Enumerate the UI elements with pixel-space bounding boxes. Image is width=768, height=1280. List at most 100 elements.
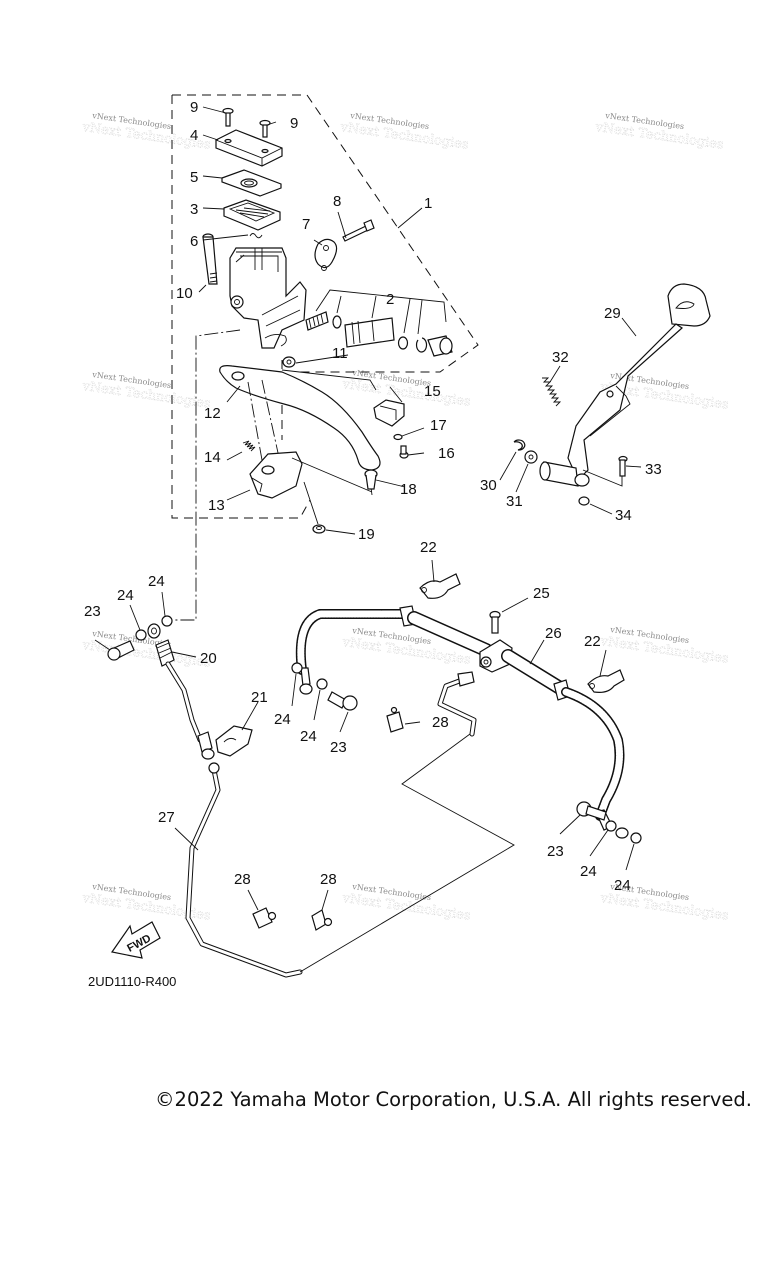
- watermark: vNext Technologies vNext Technologies: [598, 625, 730, 667]
- callout-3[interactable]: 3: [190, 201, 198, 218]
- part-25-union-bolt: [489, 610, 501, 634]
- callout-24[interactable]: 24: [614, 877, 631, 894]
- callout-22[interactable]: 22: [584, 633, 601, 650]
- part-10-pivot-bolt: [202, 233, 218, 285]
- pedal-shaft: [539, 461, 590, 487]
- part-24-washer: [161, 615, 173, 627]
- callout-16[interactable]: 16: [438, 445, 455, 462]
- callout-4[interactable]: 4: [190, 127, 198, 144]
- part-23-bolt: [107, 640, 135, 661]
- part-24-washer: [135, 629, 147, 641]
- part-28-clamp: [252, 907, 277, 929]
- part-18-pin: [364, 469, 378, 490]
- leader-lever-body: [281, 369, 377, 391]
- callout-22[interactable]: 22: [420, 539, 437, 556]
- callout-12[interactable]: 12: [204, 405, 221, 422]
- callout-29[interactable]: 29: [604, 305, 621, 322]
- part-8-bolt: [342, 219, 375, 242]
- part-30-clip: [513, 439, 526, 451]
- callout-21[interactable]: 21: [251, 689, 268, 706]
- part-15-switch: [373, 399, 405, 427]
- callout-24[interactable]: 24: [300, 728, 317, 745]
- part-32-spring: [542, 377, 562, 407]
- callout-1[interactable]: 1: [424, 195, 432, 212]
- part-3-diaphragm: [223, 199, 281, 231]
- callout-31[interactable]: 31: [506, 493, 523, 510]
- callout-15[interactable]: 15: [424, 383, 441, 400]
- three-way-joint: [479, 639, 513, 673]
- callout-20[interactable]: 20: [200, 650, 217, 667]
- part-17-washer: [393, 433, 403, 441]
- part-9-screw: [259, 119, 271, 138]
- callout-25[interactable]: 25: [533, 585, 550, 602]
- watermark: vNext Technologies vNext Technologies: [80, 629, 212, 671]
- callout-6[interactable]: 6: [190, 233, 198, 250]
- callout-17[interactable]: 17: [430, 417, 447, 434]
- callout-30[interactable]: 30: [480, 477, 497, 494]
- callout-9[interactable]: 9: [290, 115, 298, 132]
- callout-11[interactable]: 11: [332, 345, 348, 362]
- part-31-washer: [524, 450, 538, 464]
- callout-5[interactable]: 5: [190, 169, 198, 186]
- watermarks: vNext Technologies vNext Technologies vN…: [80, 111, 730, 924]
- callout-34[interactable]: 34: [615, 507, 632, 524]
- assembly-boundary-1: [171, 94, 479, 519]
- leader-lines: [94, 106, 642, 911]
- callout-23[interactable]: 23: [547, 843, 564, 860]
- callout-26[interactable]: 26: [545, 625, 562, 642]
- callout-24[interactable]: 24: [274, 711, 291, 728]
- part-6-clip: [249, 233, 263, 239]
- part-16-screw: [399, 445, 409, 459]
- callout-7[interactable]: 7: [302, 216, 310, 233]
- part-27-brake-pipe: [185, 733, 515, 978]
- callout-32[interactable]: 32: [552, 349, 569, 366]
- callout-14[interactable]: 14: [204, 449, 221, 466]
- callout-27[interactable]: 27: [158, 809, 175, 826]
- part-14-spring: [242, 440, 256, 452]
- callout-28[interactable]: 28: [234, 871, 251, 888]
- part-19-washer: [312, 524, 326, 534]
- part-29-brake-pedal: [567, 283, 711, 482]
- part-28-clamp: [311, 909, 333, 931]
- part-13-bracket: [249, 451, 303, 499]
- watermark: vNext Technologies vNext Technologies: [340, 882, 472, 924]
- callout-19[interactable]: 19: [358, 526, 375, 543]
- leader-line-1: [397, 207, 423, 229]
- master-cylinder-body: [229, 247, 307, 349]
- callout-13[interactable]: 13: [208, 497, 225, 514]
- watermark: vNext Technologies vNext Technologies: [593, 111, 725, 153]
- part-9-screw: [222, 107, 234, 127]
- part-34-nut: [578, 496, 590, 506]
- callout-23[interactable]: 23: [330, 739, 347, 756]
- callout-8[interactable]: 8: [333, 193, 341, 210]
- callout-28[interactable]: 28: [432, 714, 449, 731]
- part-24-washer: [291, 662, 303, 674]
- callout-23[interactable]: 23: [84, 603, 101, 620]
- part-28-clamp: [386, 706, 404, 733]
- part-22-holder: [419, 573, 461, 599]
- diagram-code: 2UD1110-R400: [88, 974, 176, 989]
- watermark: vNext Technologies vNext Technologies: [338, 111, 470, 153]
- watermark: vNext Technologies vNext Technologies: [80, 370, 212, 412]
- callout-18[interactable]: 18: [400, 481, 417, 498]
- callout-labels: 1 2 3 4 5 6 7 8 9 9 10 11 12 13 14 15 16…: [84, 99, 662, 894]
- leader-dashdot: [168, 329, 241, 621]
- callout-24[interactable]: 24: [117, 587, 134, 604]
- callout-10[interactable]: 10: [176, 285, 193, 302]
- part-7-holder: [314, 238, 338, 271]
- main-hose: [295, 605, 493, 695]
- watermark: vNext Technologies vNext Technologies: [80, 882, 212, 924]
- parts-diagram: vNext Technologies vNext Technologies vN…: [80, 94, 730, 989]
- part-24-washer: [316, 678, 328, 690]
- part-24-washer: [630, 832, 642, 844]
- callout-2[interactable]: 2: [386, 291, 394, 308]
- callout-28[interactable]: 28: [320, 871, 337, 888]
- leader-33-line: [582, 469, 623, 487]
- junction-pipe: [437, 671, 477, 737]
- callout-33[interactable]: 33: [645, 461, 662, 478]
- callout-24[interactable]: 24: [580, 863, 597, 880]
- part-21-clamp: [215, 725, 253, 757]
- copyright-notice: ©2022 Yamaha Motor Corporation, U.S.A. A…: [155, 1088, 752, 1111]
- callout-9[interactable]: 9: [190, 99, 198, 116]
- callout-24[interactable]: 24: [148, 573, 165, 590]
